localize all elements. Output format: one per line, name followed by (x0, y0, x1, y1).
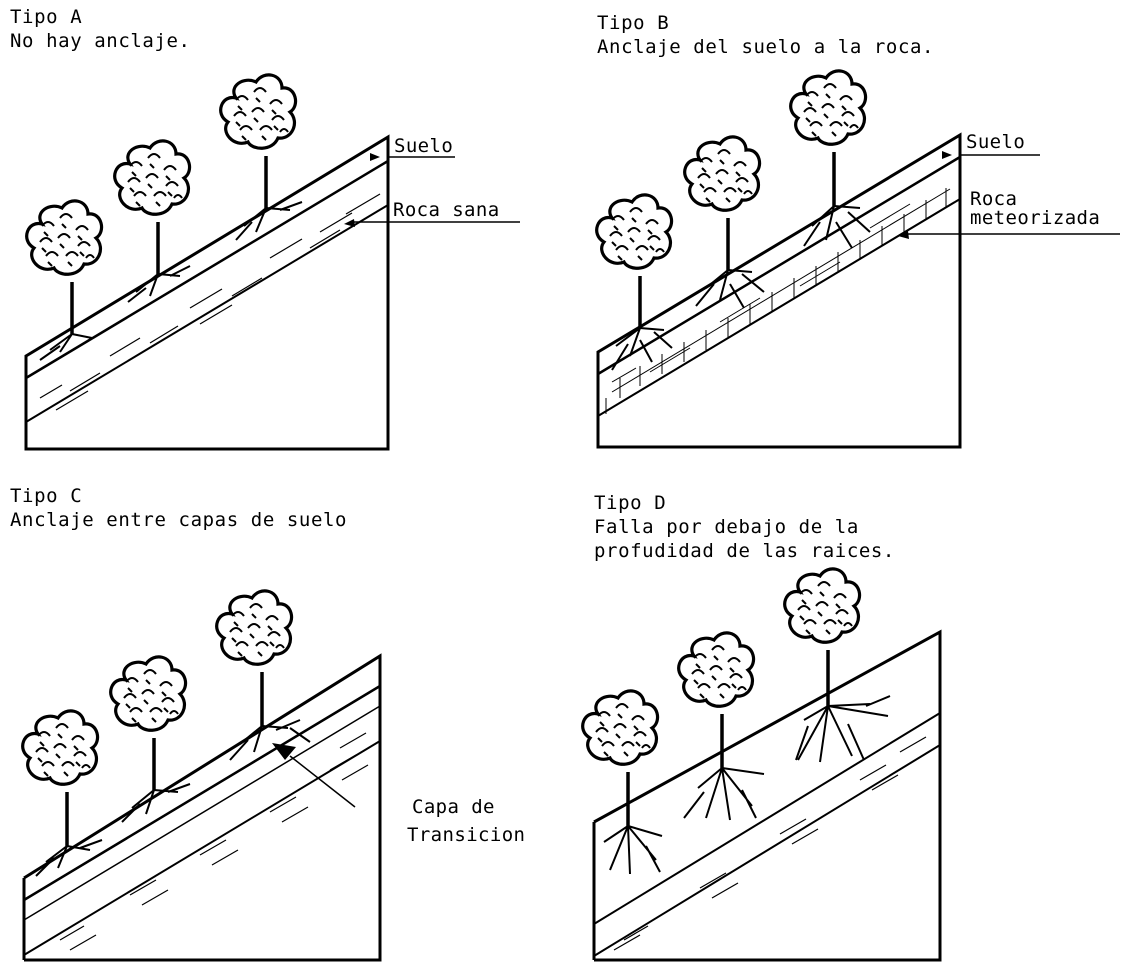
panel-c-title: Tipo C (10, 485, 83, 507)
panel-a-description: No hay anclaje. (10, 30, 191, 52)
panel-c-diagram (21, 589, 382, 962)
panel-a-diagram (24, 73, 520, 451)
panel-b-rock-label-line2: meteorizada (970, 207, 1101, 229)
panel-b-title: Tipo B (597, 12, 670, 34)
panel-b-soil-label: Suelo (966, 131, 1026, 153)
panel-a-soil-label: Suelo (394, 135, 454, 157)
panel-a-rock-label: Roca sana (393, 199, 500, 221)
panel-d-description-line1: Falla por debajo de la (594, 516, 859, 538)
panel-c-description: Anclaje entre capas de suelo (10, 509, 348, 531)
panel-d-title: Tipo D (594, 492, 667, 514)
panel-d-description-line2: profudidad de las raices. (594, 540, 895, 562)
panel-a-title: Tipo A (10, 6, 83, 28)
panel-c-transition-label-line1: Capa de (412, 796, 495, 818)
panel-b-rock-label-line1: Roca (970, 188, 1018, 210)
panel-b-diagram (595, 69, 1120, 449)
panel-d-diagram (581, 567, 942, 962)
panel-c-transition-label-line2: Transicion (407, 824, 526, 846)
panel-b-description: Anclaje del suelo a la roca. (597, 36, 935, 58)
